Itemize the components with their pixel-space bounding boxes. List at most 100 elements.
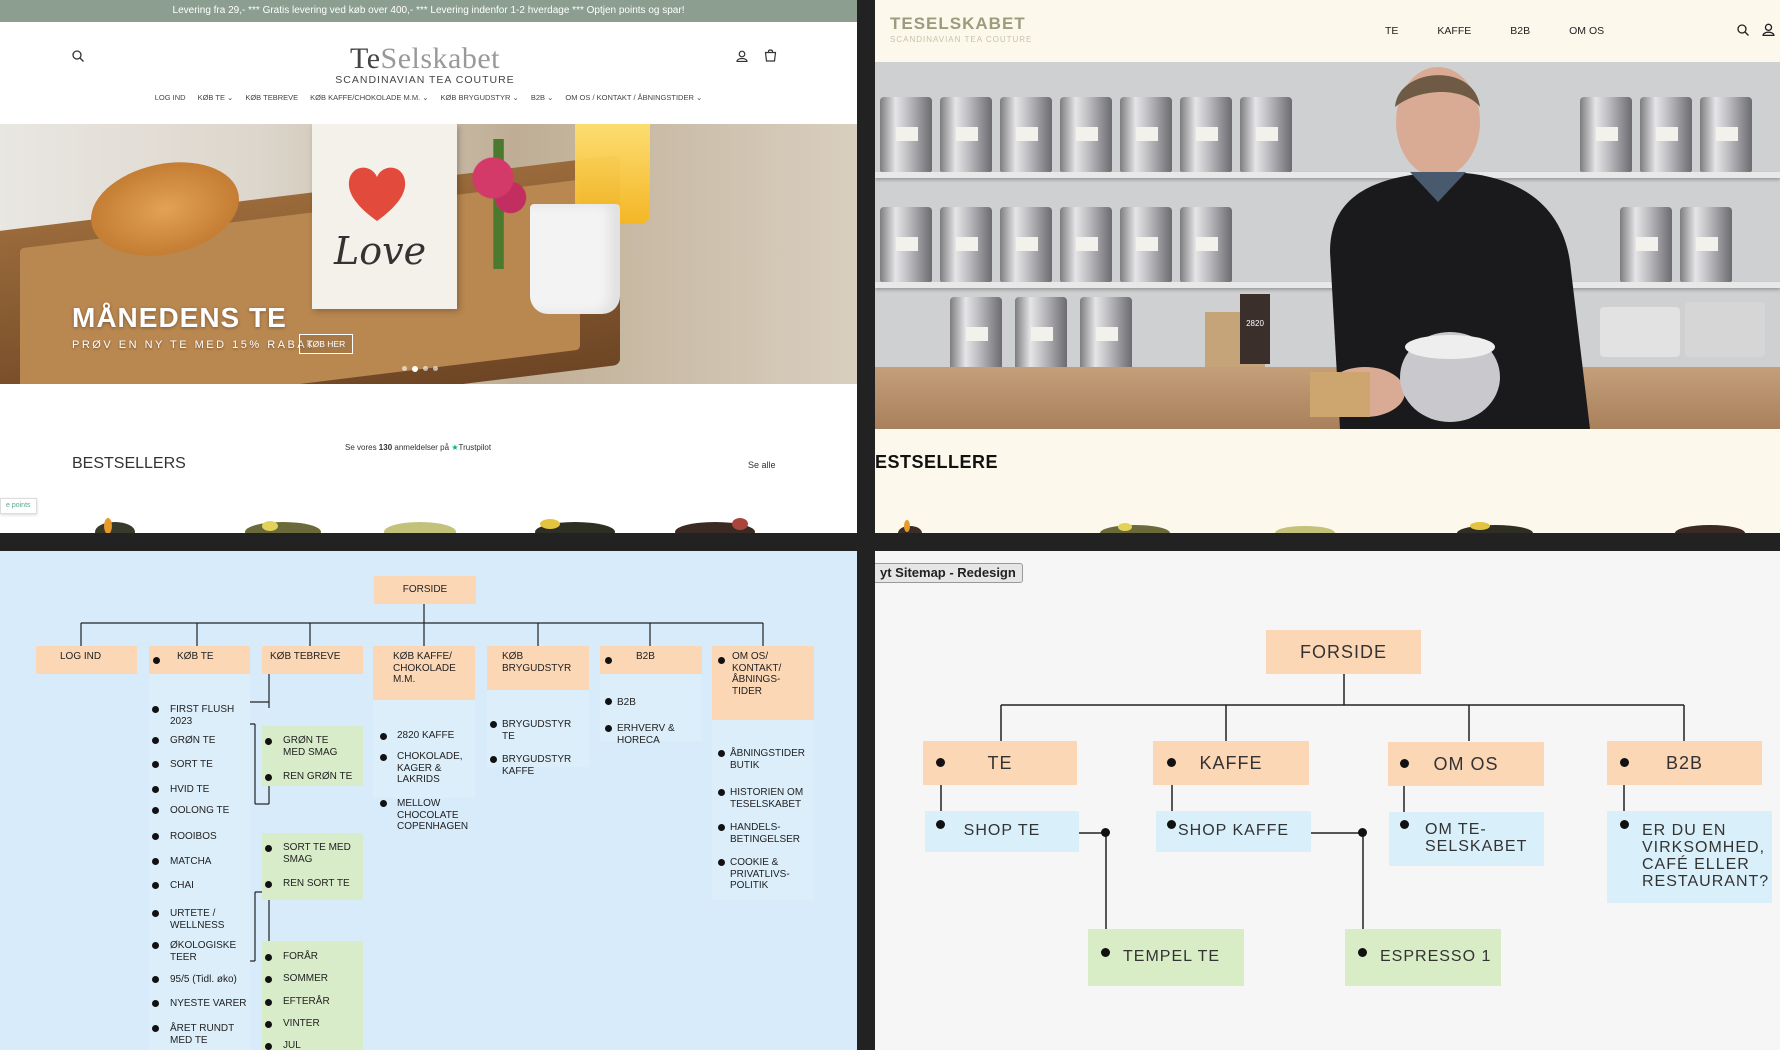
group-groen-te <box>262 726 363 786</box>
cart-icon[interactable] <box>764 49 777 62</box>
trustpilot-widget[interactable]: Se vores 130 anmeldelser på ★Trustpilot <box>345 443 492 452</box>
node-rooibos: ROOIBOS <box>170 831 217 842</box>
bullet <box>1358 948 1367 957</box>
nav-om-os[interactable]: OM OS <box>1569 25 1605 37</box>
node-shop-te: SHOP TE <box>925 811 1079 852</box>
nav-b2b[interactable]: B2B <box>1510 25 1531 37</box>
group-brygudstyr <box>487 690 589 767</box>
bullet <box>152 761 159 768</box>
promo-bar: Levering fra 29,- *** Gratis levering ve… <box>0 0 857 22</box>
node-first-flush: FIRST FLUSH 2023 <box>170 704 235 727</box>
bullet <box>265 1043 272 1050</box>
header: TESELSKABET SCANDINAVIAN TEA COUTURE TE … <box>875 0 1780 62</box>
nav-om-os[interactable]: OM OS / KONTAKT / ÅBNINGSTIDER ⌄ <box>565 93 703 102</box>
node-forside: FORSIDE <box>1266 630 1421 674</box>
node-koeb-te: KØB TE <box>149 646 250 674</box>
node-b2b-question: ER DU EN VIRKSOMHED, CAFÉ ELLER RESTAURA… <box>1607 811 1772 903</box>
node-erhverv: ERHVERV & HORECA <box>617 723 675 746</box>
bullet <box>265 976 272 983</box>
logo-wordmark: TeSelskabet <box>349 42 501 75</box>
carousel-dot[interactable] <box>402 366 407 371</box>
tea-tin <box>1620 207 1672 282</box>
search-icon[interactable] <box>1737 24 1749 36</box>
tea-tin <box>1640 97 1692 172</box>
bullet <box>936 758 945 767</box>
bullet <box>605 698 612 705</box>
node-sort-te-smag: SORT TE MED SMAG <box>283 842 351 865</box>
bullet <box>1400 820 1409 829</box>
hero-video-image[interactable]: 2820 <box>875 62 1780 429</box>
heart-icon <box>348 167 406 221</box>
nav-log-ind[interactable]: LOG IND <box>154 93 186 102</box>
sitemap-connectors <box>940 674 1685 953</box>
node-sort-te: SORT TE <box>170 759 213 770</box>
nav-b2b[interactable]: B2B ⌄ <box>530 93 554 102</box>
node-brygudstyr-te: BRYGUDSTYR TE <box>502 719 572 742</box>
nav-koeb-tebreve[interactable]: KØB TEBREVE <box>245 93 299 102</box>
coffee-bag-label: 2820 <box>1240 294 1270 364</box>
see-all-link[interactable]: Se alle <box>748 460 776 470</box>
bullet <box>718 750 725 757</box>
group-aarstider <box>262 941 363 1050</box>
node-urtete: URTETE / WELLNESS <box>170 908 225 931</box>
bullet <box>490 721 497 728</box>
header: TeSelskabet SCANDINAVIAN TEA COUTURE <box>0 22 857 92</box>
node-om-te-selskabet: OM TE-SELSKABET <box>1389 812 1544 866</box>
logo[interactable]: TESELSKABET SCANDINAVIAN TEA COUTURE <box>890 14 1032 44</box>
nav-koeb-brygudstyr[interactable]: KØB BRYGUDSTYR ⌄ <box>440 93 519 102</box>
account-icon[interactable] <box>1762 23 1775 36</box>
logo-tagline: SCANDINAVIAN TEA COUTURE <box>335 74 515 86</box>
tea-products-row <box>898 520 1745 533</box>
tea-tin <box>1080 297 1132 372</box>
bullet <box>153 657 160 664</box>
node-groen-te: GRØN TE <box>170 735 216 746</box>
main-nav: TE KAFFE B2B OM OS <box>1385 25 1604 37</box>
tea-tin <box>880 97 932 172</box>
shelf <box>875 172 1780 178</box>
carousel-dot[interactable] <box>433 366 438 371</box>
love-card-image: Love <box>312 124 457 309</box>
bullet <box>265 1021 272 1028</box>
tea-tin <box>1000 207 1052 282</box>
bullet <box>605 725 612 732</box>
node-vinter: VINTER <box>283 1018 320 1029</box>
bullet <box>265 881 272 888</box>
label-printer <box>1600 307 1680 357</box>
nav-te[interactable]: TE <box>1385 25 1399 37</box>
node-cookie: COOKIE & PRIVATLIVS-POLITIK <box>730 857 790 891</box>
sitemap-title-tag[interactable]: yt Sitemap - Redesign <box>875 563 1023 583</box>
node-hvid-te: HVID TE <box>170 784 210 795</box>
tea-tin <box>880 207 932 282</box>
carousel-dot-active[interactable] <box>412 366 418 372</box>
node-nyeste-varer: NYESTE VARER <box>170 998 247 1009</box>
bullet <box>152 882 159 889</box>
logo[interactable]: TeSelskabet SCANDINAVIAN TEA COUTURE <box>300 42 550 87</box>
bullet <box>380 800 387 807</box>
node-te: TE <box>923 741 1077 785</box>
old-sitemap: FORSIDE LOG IND KØB TE KØB TEBREVE KØB K… <box>0 551 857 1050</box>
hero-banner[interactable]: Love <box>0 124 857 384</box>
node-groen-te-smag: GRØN TE MED SMAG <box>283 735 338 758</box>
tea-tin <box>1000 97 1052 172</box>
account-icon[interactable] <box>736 50 748 62</box>
bullet <box>152 706 159 713</box>
bullet <box>152 833 159 840</box>
search-icon[interactable] <box>72 50 84 62</box>
logo-wordmark: TESELSKABET <box>890 14 1026 33</box>
node-koeb-brygudstyr: KØB BRYGUDSTYR <box>487 646 589 690</box>
nav-kaffe[interactable]: KAFFE <box>1437 25 1472 37</box>
points-tab[interactable]: e points <box>0 498 37 514</box>
bullet <box>152 737 159 744</box>
node-b2b: B2B <box>600 646 702 674</box>
node-chai: CHAI <box>170 880 194 891</box>
node-handelsbetingelser: HANDELS-BETINGELSER <box>730 822 801 845</box>
nav-koeb-kaffe[interactable]: KØB KAFFE/CHOKOLADE M.M. ⌄ <box>310 93 429 102</box>
node-b2b-sub: B2B <box>617 697 636 708</box>
nav-koeb-te[interactable]: KØB TE ⌄ <box>197 93 234 102</box>
hero-cta-button[interactable]: KØB HER <box>299 334 354 354</box>
bullet <box>152 1025 159 1032</box>
shopkeeper-image <box>1310 67 1590 429</box>
carousel-dot[interactable] <box>423 366 428 371</box>
node-foraar: FORÅR <box>283 951 318 962</box>
tea-tin <box>1700 97 1752 172</box>
